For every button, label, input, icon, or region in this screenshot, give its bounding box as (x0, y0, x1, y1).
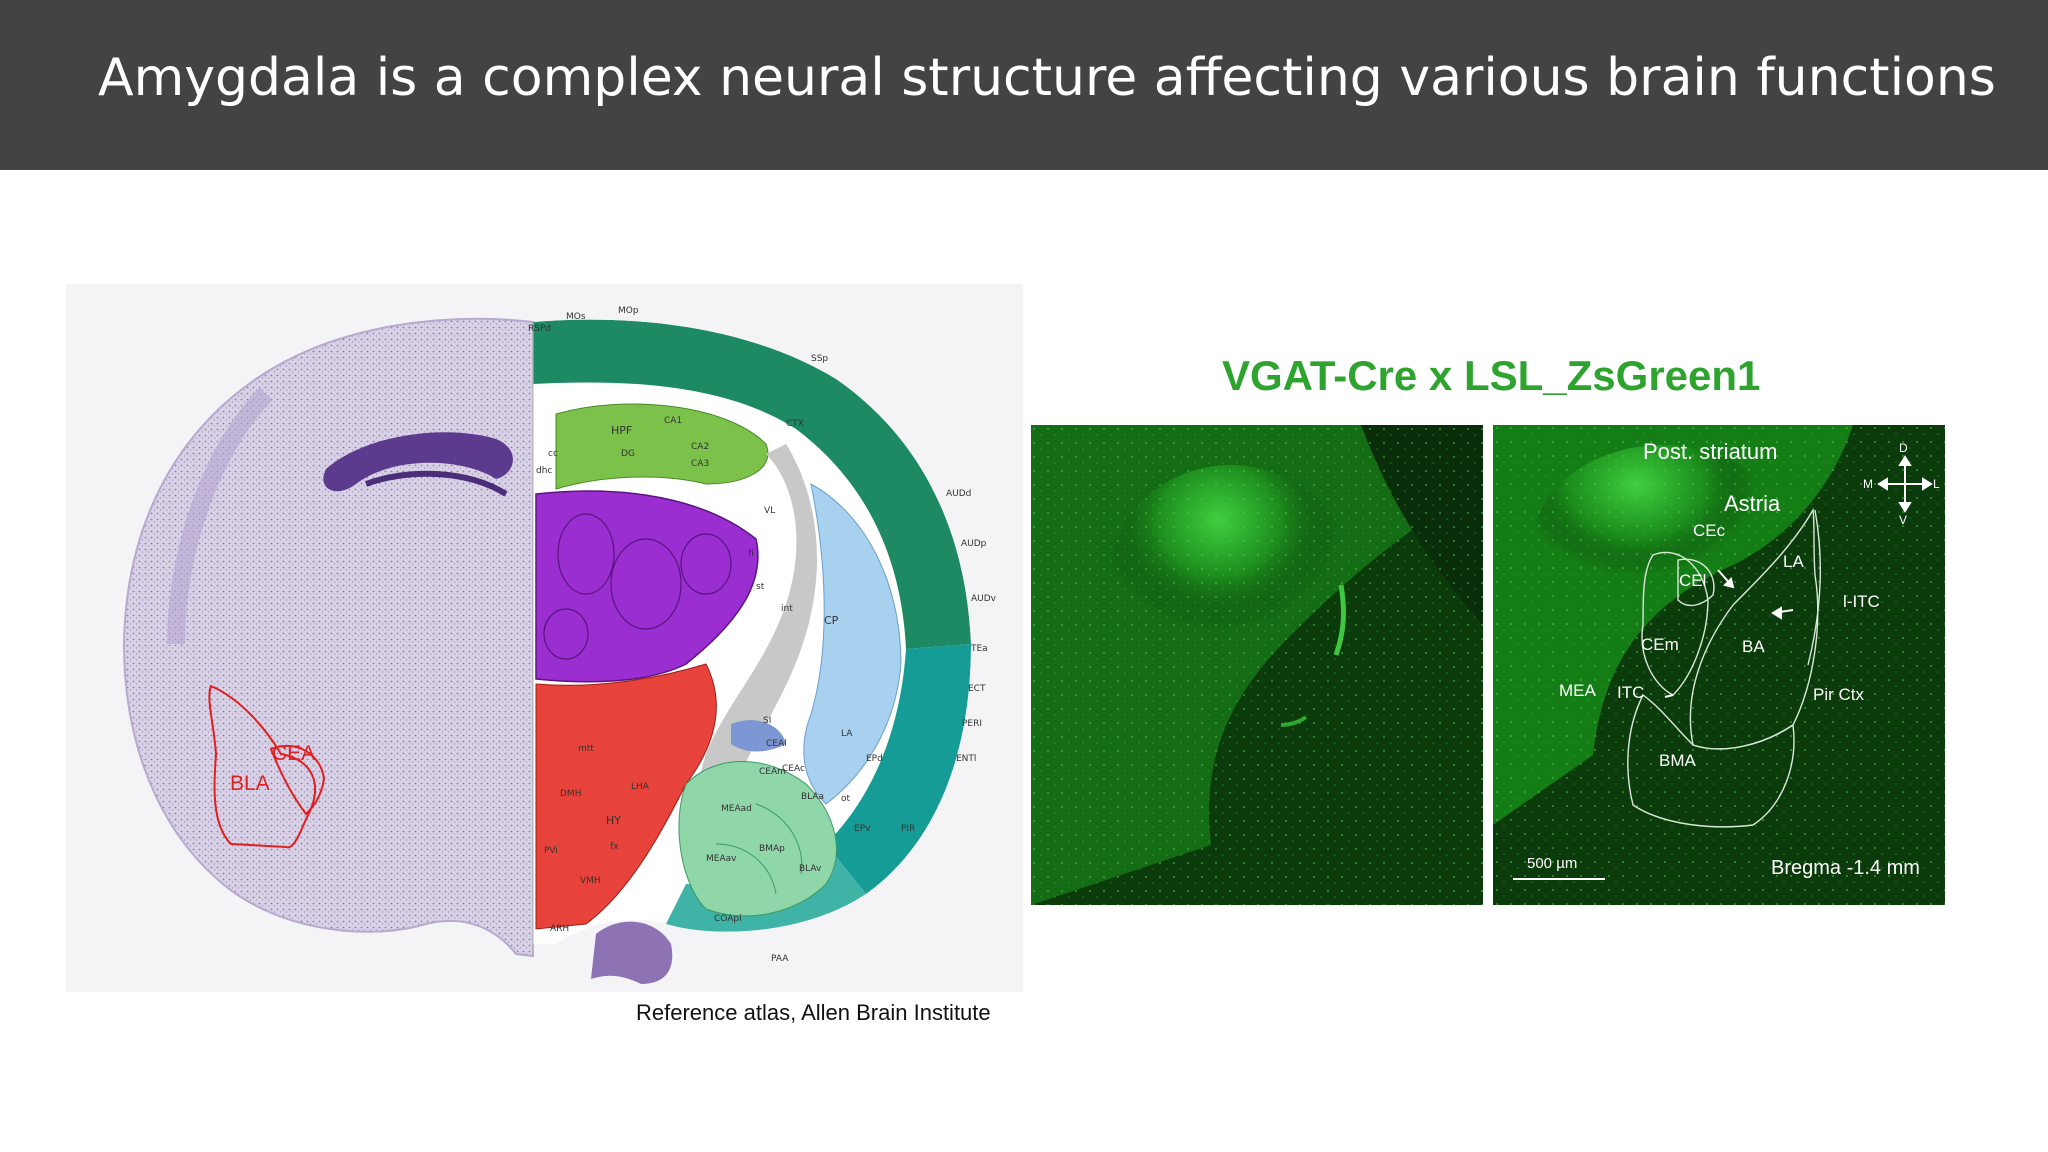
micrograph-annotated-image (1493, 425, 1945, 905)
atlas-region-label: TEa (971, 644, 988, 654)
bla-label: BLA (230, 772, 270, 795)
cea-outline (269, 744, 326, 816)
atlas-region-label: ARH (550, 924, 570, 934)
atlas-region-label: CP (824, 614, 839, 627)
compass-m-label: M (1863, 477, 1873, 491)
la-label: LA (1783, 552, 1804, 571)
micrograph-raw-image (1031, 425, 1483, 905)
atlas-region-label: CEAm (759, 767, 786, 777)
cortex-lateral-region (826, 644, 971, 894)
atlas-region-label: CA3 (691, 459, 710, 469)
atlas-region-label: CEAl (766, 739, 787, 749)
hypothalamus-region (535, 663, 717, 930)
atlas-region-label: LHA (631, 782, 649, 792)
fluorescence-title: VGAT-Cre x LSL_ZsGreen1 (1222, 352, 1761, 399)
atlas-region-label: HY (606, 814, 621, 827)
itc-label: ITC (1617, 683, 1645, 702)
compass-d-label: D (1899, 441, 1908, 455)
orientation-compass (1877, 455, 1933, 513)
cem-label: CEm (1641, 635, 1679, 654)
hippocampus-band (323, 432, 513, 492)
atlas-region-label: PIR (901, 824, 916, 834)
cea-outline (1641, 551, 1709, 696)
micrograph-raw (1031, 425, 1483, 905)
atlas-region-label: dhc (536, 466, 553, 476)
atlas-caption: Reference atlas, Allen Brain Institute (636, 1000, 991, 1025)
atlas-region-label: int (781, 604, 793, 614)
atlas-region-label: RSPd (528, 324, 552, 334)
atlas-region-label: EPd (866, 754, 883, 764)
compass-l-label: L (1933, 477, 1940, 491)
atlas-region-label: SSp (811, 354, 829, 364)
brain-atlas-drawing (122, 317, 971, 984)
la-outline (1807, 509, 1821, 666)
bla-outline (208, 684, 317, 849)
atlas-region-label: BMAp (759, 844, 785, 854)
atlas-region-label: SI (763, 716, 772, 726)
atlas-region-label: ENTl (956, 754, 977, 764)
pallidum-region (731, 720, 786, 752)
atlas-region-label: MOp (618, 306, 639, 316)
atlas-region-label: CEAc (782, 764, 805, 774)
atlas-region-label: HPF (611, 424, 633, 437)
atlas-region-label: cc (548, 449, 558, 459)
atlas-region-label: PERI (962, 719, 983, 729)
cec-label: CEc (1693, 521, 1726, 540)
atlas-region-label: MOs (566, 312, 586, 322)
scale-bar-label: 500 µm (1527, 855, 1578, 872)
histology-hemisphere (122, 317, 534, 958)
micrograph-annotated: Post. striatum Astria CEc CEl CEm LA l-I… (1493, 425, 1945, 905)
slide-title: Amygdala is a complex neural structure a… (98, 48, 1996, 108)
atlas-region-label: st (756, 582, 765, 592)
atlas-region-label: COApl (714, 914, 742, 924)
atlas-region-label: PVi (544, 846, 558, 856)
atlas-region-label: ot (841, 794, 851, 804)
bma-label: BMA (1659, 751, 1696, 770)
atlas-region-label: CTX (786, 419, 804, 429)
atlas-region-label: fi (748, 549, 754, 559)
cel-outline (1677, 558, 1715, 607)
atlas-region-label: LA (841, 729, 853, 739)
astria-label: Astria (1724, 491, 1781, 516)
fiber-tract (699, 444, 817, 814)
atlas-region-label: BLAa (801, 792, 825, 802)
atlas-region-label: VMH (580, 876, 601, 886)
cortex-region (533, 319, 971, 649)
title-bar: Amygdala is a complex neural structure a… (0, 0, 2048, 170)
atlas-region-label: AUDp (961, 539, 987, 549)
atlas-region-label: AUDd (946, 489, 972, 499)
atlas-region-label: DG (621, 449, 635, 459)
striatum-region (803, 483, 902, 805)
cea-label: CEA (272, 742, 316, 765)
atlas-region-label: DMH (560, 789, 582, 799)
atlas-region-label: MEAav (706, 854, 737, 864)
thalamus-region (535, 490, 759, 683)
mea-label: MEA (1559, 681, 1596, 700)
atlas-region-label: CA2 (691, 442, 710, 452)
bma-outline (1627, 693, 1795, 828)
atlas-region-label: MEAad (721, 804, 752, 814)
atlas-region-label: mtt (578, 744, 594, 754)
atlas-region-label: ECT (968, 684, 986, 694)
atlas-region-label: PAA (771, 954, 789, 964)
atlas-region-label: fx (610, 842, 619, 852)
atlas-figure: CEA BLA RSPd MOs MOp SSp CTX AUDd AUDp A… (66, 284, 1023, 992)
atlas-region-label: CA1 (664, 416, 683, 426)
bregma-label: Bregma -1.4 mm (1771, 857, 1920, 879)
post-striatum-label: Post. striatum (1643, 439, 1778, 464)
ba-label: BA (1742, 637, 1765, 656)
cortex-layer-line (167, 387, 273, 645)
hpf-region (555, 403, 769, 490)
litc-label: l-ITC (1843, 592, 1880, 611)
brainstem-section (591, 921, 673, 984)
atlas-region-label: AUDv (971, 594, 997, 604)
atlas-region-label: BLAv (799, 864, 822, 874)
pir-ctx-label: Pir Ctx (1813, 685, 1864, 704)
cel-label: CEl (1679, 571, 1707, 590)
atlas-region-label: VL (764, 506, 776, 516)
atlas-region-label: EPv (854, 824, 871, 834)
amygdala-region (678, 761, 837, 917)
compass-v-label: V (1899, 513, 1908, 527)
